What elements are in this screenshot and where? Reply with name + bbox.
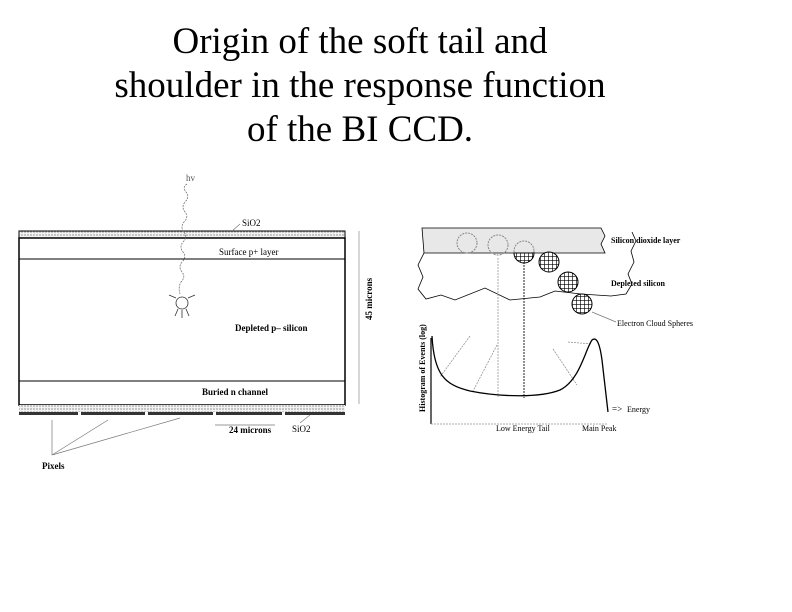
depleted-label: Depleted p– silicon <box>235 323 308 333</box>
oxide-layer <box>421 227 606 254</box>
oxide-label: Silicon dioxide layer <box>611 236 681 245</box>
bottom-oxide-layer <box>19 405 345 412</box>
pixel-electrodes <box>19 412 345 415</box>
tail-label: Low Energy Tail <box>496 424 551 433</box>
y-axis-label: Histogram of Events (log) <box>418 324 427 412</box>
depleted-silicon-outline <box>417 231 637 301</box>
title-line: Origin of the soft tail and <box>172 21 548 62</box>
bottom-oxide-label: SiO2 <box>292 424 311 434</box>
silicon-body <box>18 237 346 406</box>
photon-path <box>178 183 189 295</box>
electron-cloud-spheres <box>456 232 593 315</box>
depleted-label: Depleted silicon <box>611 279 666 288</box>
electron-cloud-icon <box>168 294 196 318</box>
top-oxide-label: SiO2 <box>242 218 261 228</box>
ccd-cross-section: hv SiO2 Surface p+ layer Depleted p– sil… <box>18 173 374 471</box>
response-function-diagram: Silicon dioxide layer Depleted silicon E… <box>417 227 693 433</box>
slide-title: Origin of the soft tail and shoulder in … <box>40 20 680 152</box>
title-line: of the BI CCD. <box>246 109 474 150</box>
pixel-width-label: 24 microns <box>229 425 272 435</box>
photon-label: hv <box>186 173 196 183</box>
surface-layer-label: Surface p+ layer <box>219 247 279 257</box>
pixel-pointer-arrows <box>51 417 181 456</box>
title-line: shoulder in the response function <box>114 65 606 106</box>
peak-label: Main Peak <box>582 424 616 433</box>
thickness-label: 45 microns <box>364 277 374 320</box>
x-axis-label: Energy <box>627 405 650 414</box>
clouds-label: Electron Cloud Spheres <box>617 319 693 328</box>
response-curve <box>431 335 609 413</box>
pixels-label: Pixels <box>42 461 65 471</box>
top-oxide-layer <box>18 230 346 239</box>
buried-channel-label: Buried n channel <box>202 387 269 397</box>
energy-arrow-icon: => <box>612 404 622 414</box>
